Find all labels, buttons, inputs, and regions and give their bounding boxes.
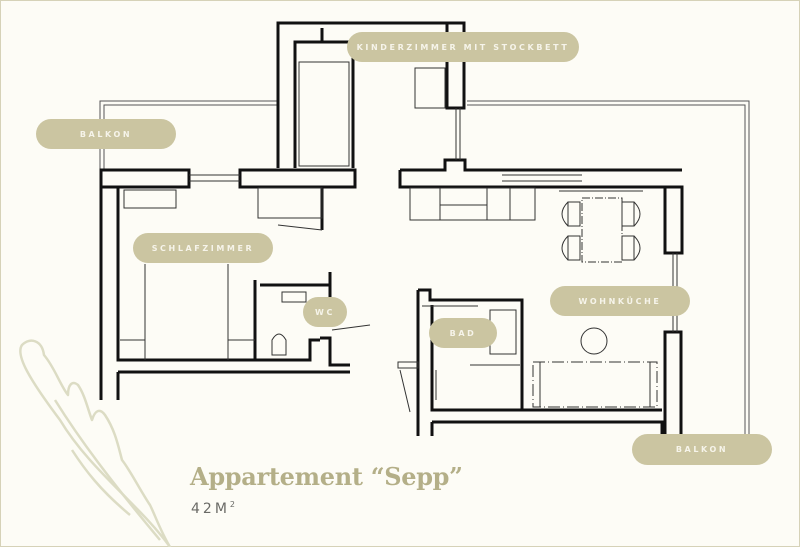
label-wohnkueche: WOHNKÜCHE xyxy=(550,286,690,316)
apartment-area: 42M2 xyxy=(191,500,235,517)
fixtures xyxy=(120,61,678,413)
label-bad: BAD xyxy=(429,318,497,348)
feather-icon xyxy=(19,339,172,547)
label-balkon-left: BALKON xyxy=(36,119,176,149)
walls xyxy=(99,21,684,438)
apartment-title: Appartement “Sepp” xyxy=(190,462,463,491)
area-exponent: 2 xyxy=(229,500,236,509)
label-schlafzimmer: SCHLAFZIMMER xyxy=(133,233,273,263)
area-unit: M xyxy=(214,501,230,517)
label-balkon-right: BALKON xyxy=(632,434,772,465)
balcony-right-outline xyxy=(467,100,750,436)
label-wc: WC xyxy=(303,297,347,327)
label-kinderzimmer: KINDERZIMMER MIT STOCKBETT xyxy=(347,32,579,62)
area-value: 42 xyxy=(191,501,215,517)
